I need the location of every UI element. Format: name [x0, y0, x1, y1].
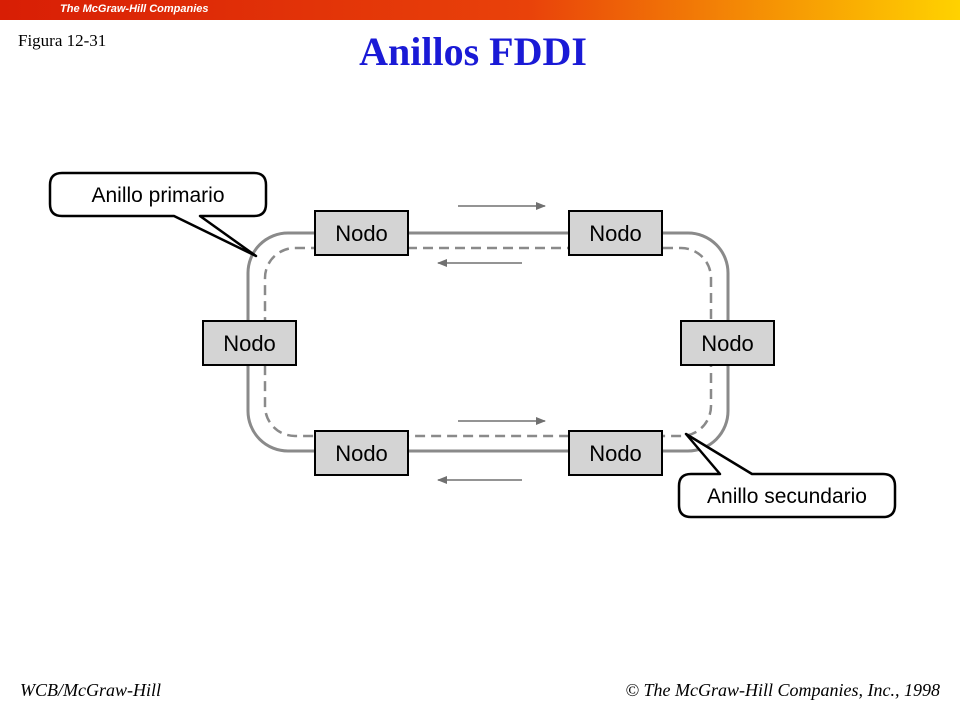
primary-ring — [246, 231, 730, 453]
node-label: Nodo — [589, 221, 642, 246]
copyright-text: The McGraw-Hill Companies, Inc., 1998 — [643, 680, 940, 700]
node-label: Nodo — [335, 441, 388, 466]
node-top-right: Nodo — [568, 210, 663, 256]
secondary-ring-label: Anillo secundario — [707, 485, 867, 508]
node-label: Nodo — [589, 441, 642, 466]
banner-gradient — [0, 0, 960, 20]
node-bottom-right: Nodo — [568, 430, 663, 476]
page-title: Anillos FDDI — [359, 29, 587, 74]
primary-ring-label: Anillo primario — [91, 184, 224, 207]
node-bottom-left: Nodo — [314, 430, 409, 476]
node-top-left: Nodo — [314, 210, 409, 256]
footer-copyright: © The McGraw-Hill Companies, Inc., 1998 — [625, 680, 940, 701]
secondary-ring-callout: Anillo secundario — [677, 432, 897, 519]
publisher-banner: The McGraw-Hill Companies — [0, 0, 960, 20]
node-left: Nodo — [202, 320, 297, 366]
copyright-icon: © — [625, 680, 640, 700]
node-right: Nodo — [680, 320, 775, 366]
footer-publisher: WCB/McGraw-Hill — [20, 680, 161, 700]
publisher-logo-text: The McGraw-Hill Companies — [60, 3, 209, 15]
primary-ring-callout: Anillo primario — [48, 171, 268, 258]
node-label: Nodo — [223, 331, 276, 356]
secondary-ring — [263, 246, 713, 438]
node-label: Nodo — [701, 331, 754, 356]
node-label: Nodo — [335, 221, 388, 246]
figure-label: Figura 12-31 — [18, 31, 107, 50]
